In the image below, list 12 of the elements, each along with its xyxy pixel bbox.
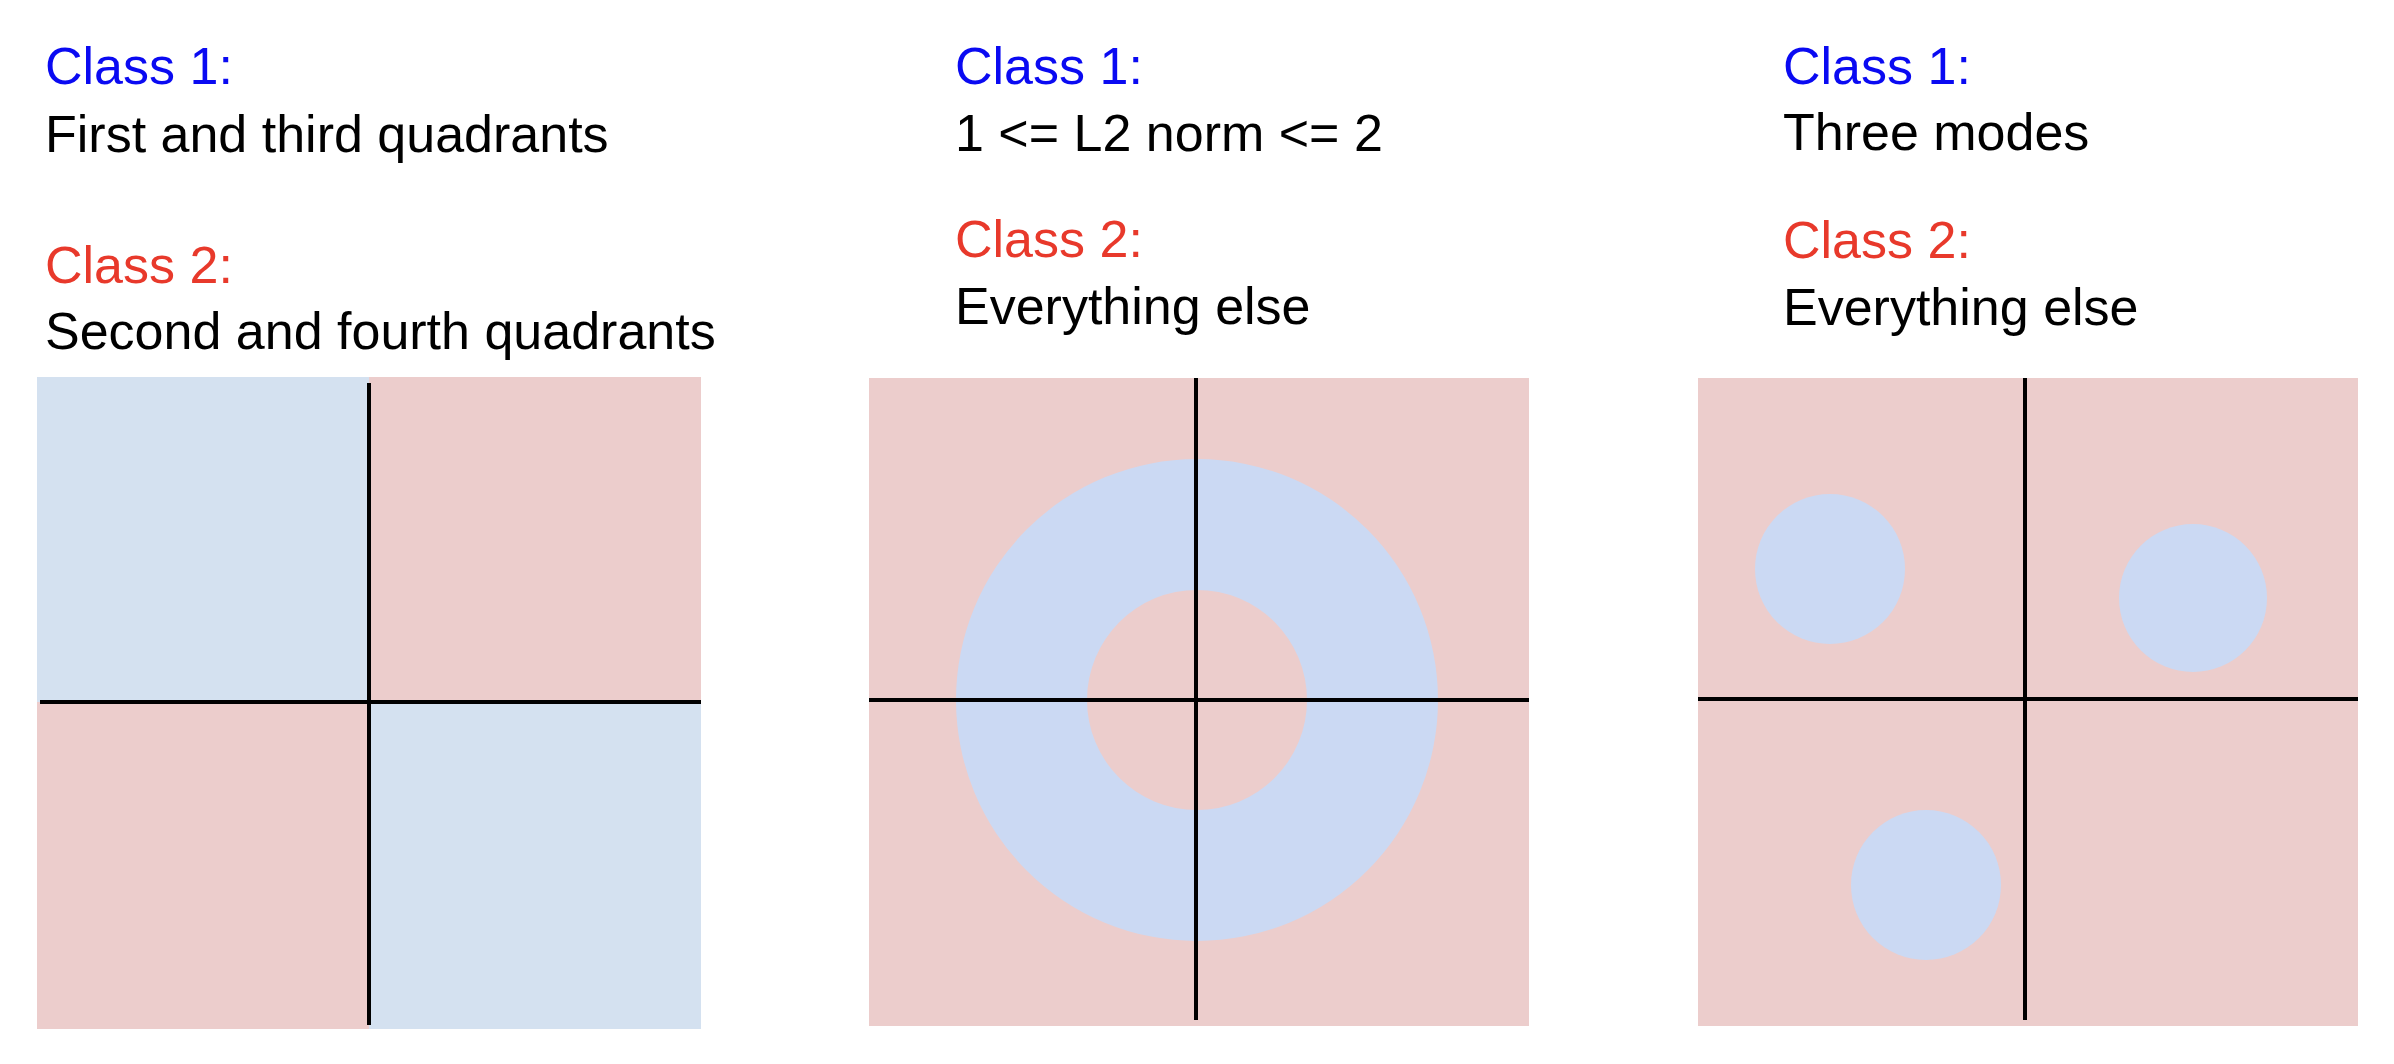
class-description: Three modes [1783,102,2090,162]
class-description: First and third quadrants [45,104,609,164]
class-label: Class 1: [1783,36,1971,96]
class-label: Class 2: [1783,210,1971,270]
class-label: Class 1: [45,36,233,96]
class-description: Second and fourth quadrants [45,301,716,361]
class-label: Class 1: [955,36,1143,96]
class-description: 1 <= L2 norm <= 2 [955,103,1383,163]
class-label: Class 2: [955,209,1143,269]
class-description: Everything else [1783,277,2139,337]
class-label: Class 2: [45,235,233,295]
class-description: Everything else [955,276,1311,336]
